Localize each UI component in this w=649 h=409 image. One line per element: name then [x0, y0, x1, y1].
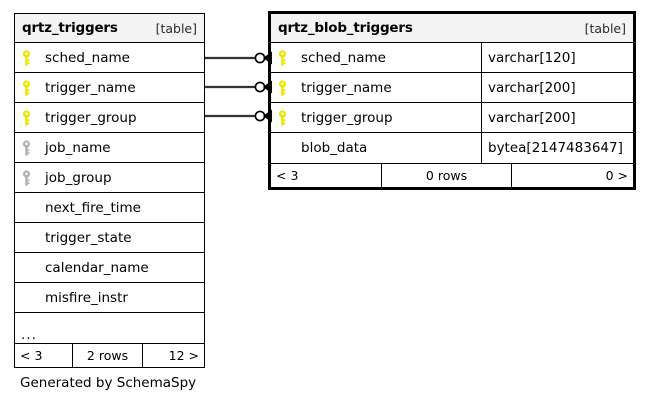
table-type-tag: [table]	[584, 20, 626, 36]
column-name-cell: sched_name	[37, 43, 204, 72]
column-name-cell: trigger_group	[37, 103, 204, 132]
column-type: varchar[120]	[481, 43, 633, 72]
ellipsis-label: ...	[21, 327, 37, 343]
table-qrtz-blob-triggers[interactable]: qrtz_blob_triggers [table] sched_name	[268, 11, 636, 190]
column-name: job_group	[45, 169, 112, 186]
column-name-cell: trigger_name	[293, 73, 481, 102]
column-name-cell: job_group	[37, 163, 204, 192]
table-footer: < 3 2 rows 12 >	[15, 343, 204, 367]
table-row[interactable]: trigger_name varchar[200]	[271, 73, 633, 103]
prev-page-button[interactable]: < 3	[20, 348, 43, 363]
table-row[interactable]: job_name	[15, 133, 204, 163]
primary-key-icon	[15, 73, 37, 102]
column-name: trigger_name	[45, 79, 136, 96]
column-name-cell: blob_data	[293, 133, 481, 163]
column-name-cell: calendar_name	[37, 253, 204, 282]
prev-page-button[interactable]: < 3	[276, 168, 299, 183]
table-row[interactable]: trigger_group varchar[200]	[271, 103, 633, 133]
table-title: qrtz_triggers	[22, 20, 118, 36]
table-row[interactable]: trigger_name	[15, 73, 204, 103]
column-name: trigger_group	[45, 109, 137, 126]
table-row[interactable]: misfire_instr	[15, 283, 204, 313]
primary-key-icon	[271, 73, 293, 102]
relationship-trigger-name	[205, 80, 272, 94]
table-row[interactable]: sched_name varchar[120]	[271, 43, 633, 73]
column-name-cell: trigger_group	[293, 103, 481, 132]
no-key-spacer	[15, 283, 37, 312]
table-header-qrtz-triggers[interactable]: qrtz_triggers [table]	[15, 14, 204, 43]
table-row[interactable]: calendar_name	[15, 253, 204, 283]
column-name-cell: job_name	[37, 133, 204, 162]
column-name: calendar_name	[45, 259, 149, 276]
column-name: sched_name	[301, 49, 386, 66]
ellipsis-cell: ...	[15, 313, 204, 343]
column-name-cell: trigger_name	[37, 73, 204, 102]
column-name: trigger_group	[301, 109, 393, 126]
column-name-cell: trigger_state	[37, 223, 204, 252]
no-key-spacer	[15, 193, 37, 222]
column-list: sched_name varchar[120] trigger_name	[271, 43, 633, 163]
column-name-cell: misfire_instr	[37, 283, 204, 312]
table-header-qrtz-blob-triggers[interactable]: qrtz_blob_triggers [table]	[271, 14, 633, 43]
table-row[interactable]: next_fire_time	[15, 193, 204, 223]
indexed-key-icon	[15, 133, 37, 162]
row-count-label: 0 rows	[381, 164, 512, 187]
no-key-spacer	[271, 133, 293, 163]
next-page-button[interactable]: 0 >	[605, 168, 628, 183]
column-name: misfire_instr	[45, 289, 128, 306]
primary-key-icon	[15, 43, 37, 72]
more-columns-row[interactable]: ...	[15, 313, 204, 343]
table-title: qrtz_blob_triggers	[278, 20, 413, 36]
table-row[interactable]: trigger_state	[15, 223, 204, 253]
table-row[interactable]: sched_name	[15, 43, 204, 73]
primary-key-icon	[271, 43, 293, 72]
relationship-trigger-group	[205, 109, 272, 123]
no-key-spacer	[15, 223, 37, 252]
next-page-button[interactable]: 12 >	[168, 348, 199, 363]
column-name: trigger_state	[45, 229, 132, 246]
table-row[interactable]: trigger_group	[15, 103, 204, 133]
table-row[interactable]: blob_data bytea[2147483647]	[271, 133, 633, 163]
row-count-label: 2 rows	[72, 344, 143, 367]
column-name: sched_name	[45, 49, 130, 66]
column-type: varchar[200]	[481, 103, 633, 132]
column-name: trigger_name	[301, 79, 392, 96]
no-key-spacer	[15, 253, 37, 282]
table-type-tag: [table]	[155, 20, 197, 36]
column-name: next_fire_time	[45, 199, 141, 216]
column-type: varchar[200]	[481, 73, 633, 102]
column-name: blob_data	[301, 140, 368, 156]
column-type: bytea[2147483647]	[481, 133, 633, 163]
primary-key-icon	[15, 103, 37, 132]
column-list: sched_name trigger_name	[15, 43, 204, 343]
table-row[interactable]: job_group	[15, 163, 204, 193]
indexed-key-icon	[15, 163, 37, 192]
generated-by-caption: Generated by SchemaSpy	[20, 375, 197, 391]
column-name: job_name	[45, 139, 111, 156]
column-name-cell: sched_name	[293, 43, 481, 72]
relationship-sched-name	[205, 51, 272, 65]
primary-key-icon	[271, 103, 293, 132]
column-name-cell: next_fire_time	[37, 193, 204, 222]
table-qrtz-triggers[interactable]: qrtz_triggers [table] sched_name	[14, 13, 205, 368]
table-footer: < 3 0 rows 0 >	[271, 163, 633, 187]
